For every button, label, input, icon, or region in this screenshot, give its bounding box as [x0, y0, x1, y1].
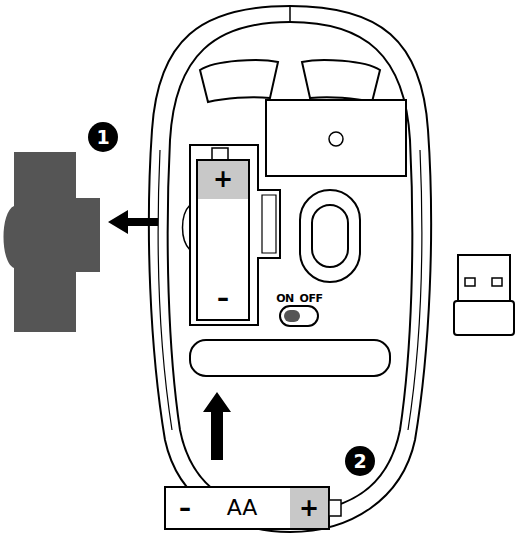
aa-positive-band	[290, 488, 328, 528]
screw-hole	[329, 132, 343, 146]
aa-battery-body	[165, 487, 329, 529]
callout-number: 1	[96, 128, 109, 147]
aa-battery: – AA +	[165, 487, 329, 529]
power-switch	[280, 306, 318, 326]
mouse-shell	[149, 6, 431, 532]
battery-size: AA	[227, 497, 258, 519]
callout-number: 2	[345, 446, 375, 476]
battery-positive-band	[198, 161, 248, 199]
bottom-plate	[168, 22, 413, 512]
usb-pin-hole	[492, 278, 502, 286]
switch-label: ON	[276, 293, 294, 304]
switch-knob	[284, 310, 300, 322]
polarity-mark: +	[213, 167, 233, 191]
button-split	[289, 6, 291, 22]
polarity-mark: –	[179, 496, 191, 520]
sensor-window	[300, 190, 360, 282]
battery-terminal	[212, 148, 228, 160]
callout-number: 1	[88, 122, 118, 152]
usb-receiver-plug	[458, 255, 510, 301]
foot-pad	[190, 340, 390, 376]
battery-cover	[4, 152, 101, 332]
foot-pad	[200, 60, 278, 102]
battery-compartment	[190, 145, 280, 325]
switch-label: OFF	[300, 293, 323, 304]
label-plate	[266, 100, 406, 176]
aa-terminal	[329, 500, 341, 516]
usb-pin-hole	[465, 278, 475, 286]
sensor-lens	[312, 205, 348, 267]
cover-notch	[183, 205, 191, 250]
polarity-mark: –	[217, 286, 229, 310]
battery-cell	[197, 160, 249, 320]
battery-cell: +–	[197, 160, 249, 320]
callout-number: 2	[353, 452, 366, 471]
remove-arrow	[108, 210, 158, 234]
foot-pad	[302, 60, 380, 102]
compartment-tab	[262, 195, 276, 253]
usb-receiver-body	[454, 301, 514, 335]
insert-arrow	[203, 392, 231, 460]
polarity-mark: +	[299, 496, 319, 520]
